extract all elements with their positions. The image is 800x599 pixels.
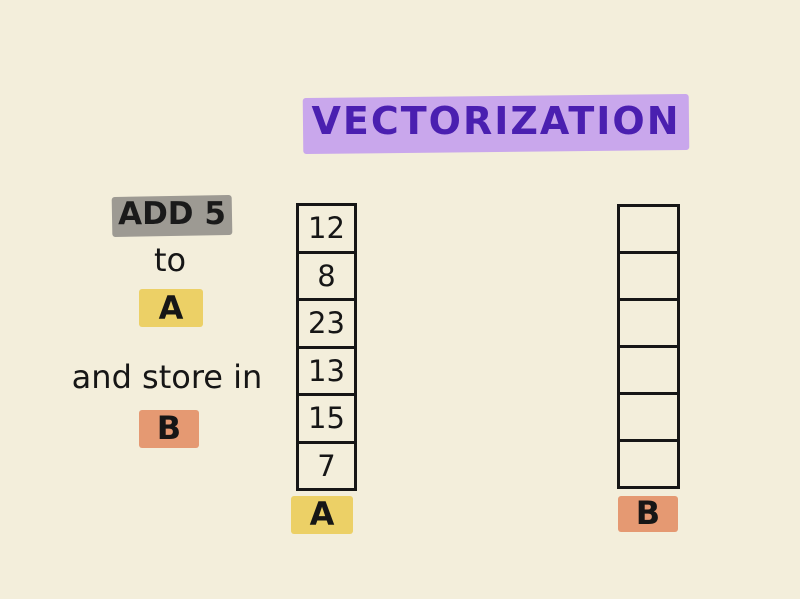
- vector-a-cell: 12: [299, 206, 354, 254]
- vector-a-label-highlight: [291, 496, 353, 534]
- source-highlight: [139, 289, 203, 327]
- vector-a-cell: 8: [299, 254, 354, 301]
- vector-a-cell: 13: [299, 349, 354, 396]
- vector-b: [617, 204, 680, 489]
- store-label: and store in: [71, 358, 263, 396]
- vector-b-label: B: [635, 494, 661, 532]
- vector-a-cell: 23: [299, 301, 354, 349]
- vector-a-cell: 7: [299, 444, 354, 491]
- to-label: to: [153, 241, 187, 279]
- vector-a-label: A: [309, 495, 335, 533]
- vector-a: 12 8 23 13 15 7: [296, 203, 357, 491]
- target-highlight: [139, 410, 199, 448]
- target-label: B: [156, 409, 182, 447]
- source-label: A: [158, 289, 184, 327]
- vector-b-cell: [620, 207, 677, 254]
- vector-b-cell: [620, 348, 677, 395]
- vector-a-cell: 15: [299, 396, 354, 444]
- vector-b-cell: [620, 442, 677, 489]
- diagram-title: VECTORIZATION: [311, 99, 681, 143]
- vector-b-cell: [620, 395, 677, 442]
- vector-b-cell: [620, 301, 677, 348]
- vector-b-cell: [620, 254, 677, 301]
- operation-label: ADD 5: [118, 196, 226, 232]
- vector-b-label-highlight: [618, 496, 678, 532]
